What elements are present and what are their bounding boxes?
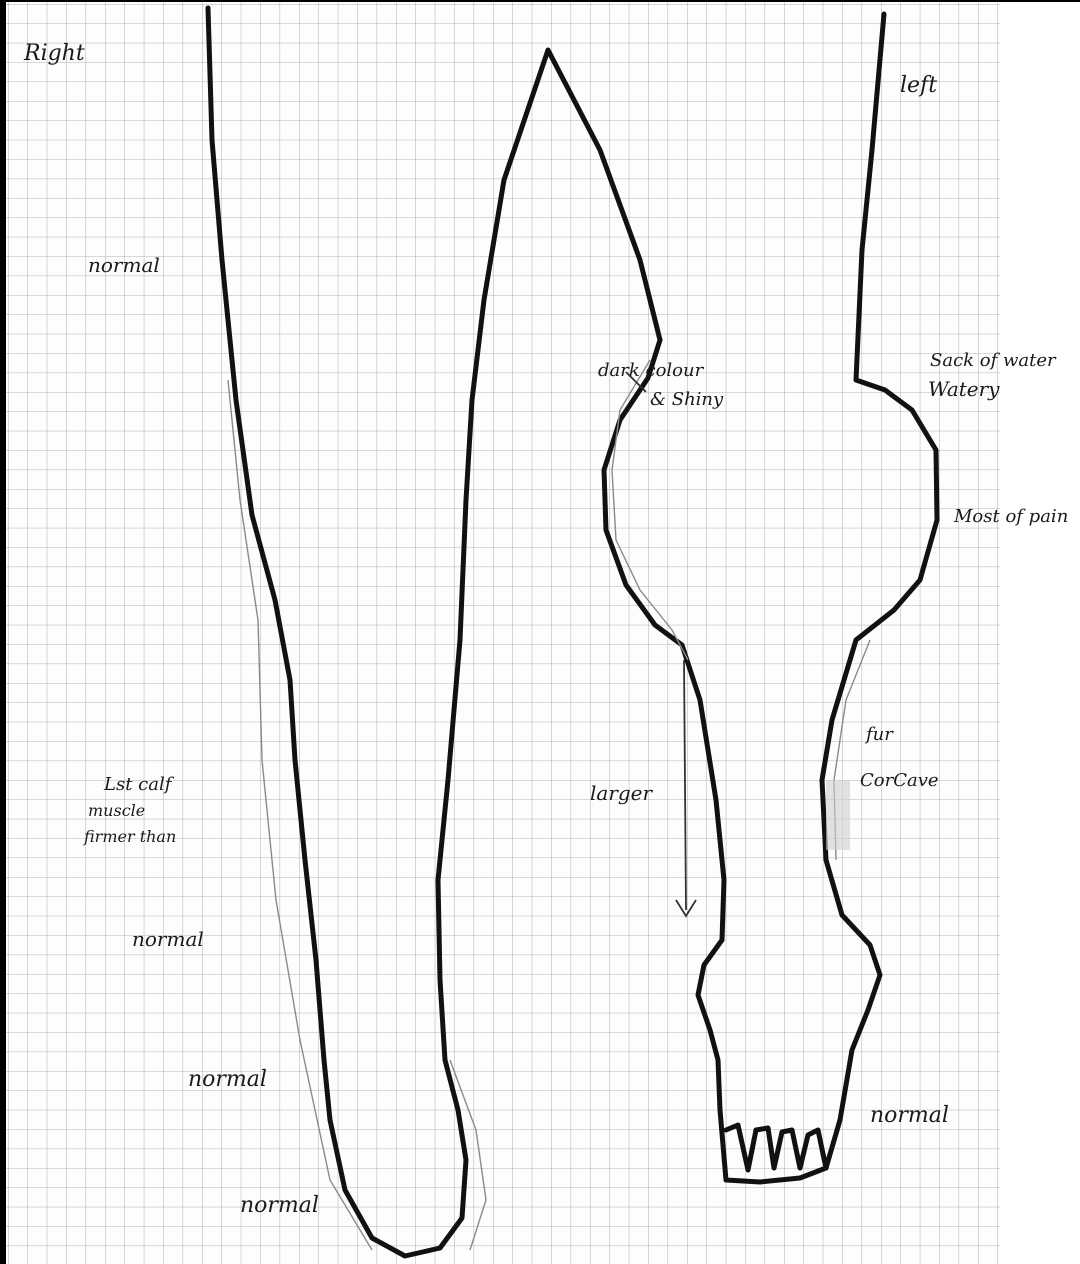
label-right-calf-1: Lst calf	[103, 774, 175, 795]
label-dark-colour: dark colour	[598, 360, 705, 381]
label-right-calf-3: firmer than	[83, 827, 176, 846]
label-right-normal-foot: normal	[240, 1193, 319, 1218]
label-right-normal-ankle: normal	[188, 1067, 267, 1092]
label-left-normal-foot: normal	[870, 1103, 949, 1128]
label-right-normal-shin: normal	[132, 927, 204, 951]
label-right: Right	[23, 41, 85, 66]
label-right-normal-thigh: normal	[88, 253, 160, 277]
shaded-area	[826, 780, 850, 850]
label-corcave: CorCave	[860, 770, 939, 791]
label-left: left	[900, 73, 937, 98]
label-most-of-pain: Most of pain	[953, 506, 1068, 527]
label-right-calf-2: muscle	[88, 801, 145, 820]
label-shiny: & Shiny	[650, 389, 724, 410]
paper-right-margin	[1000, 2, 1080, 1264]
label-larger: larger	[590, 781, 654, 805]
label-watery: Watery	[928, 377, 1000, 401]
label-sack-of-water: Sack of water	[930, 350, 1057, 371]
label-fur: fur	[864, 724, 894, 745]
